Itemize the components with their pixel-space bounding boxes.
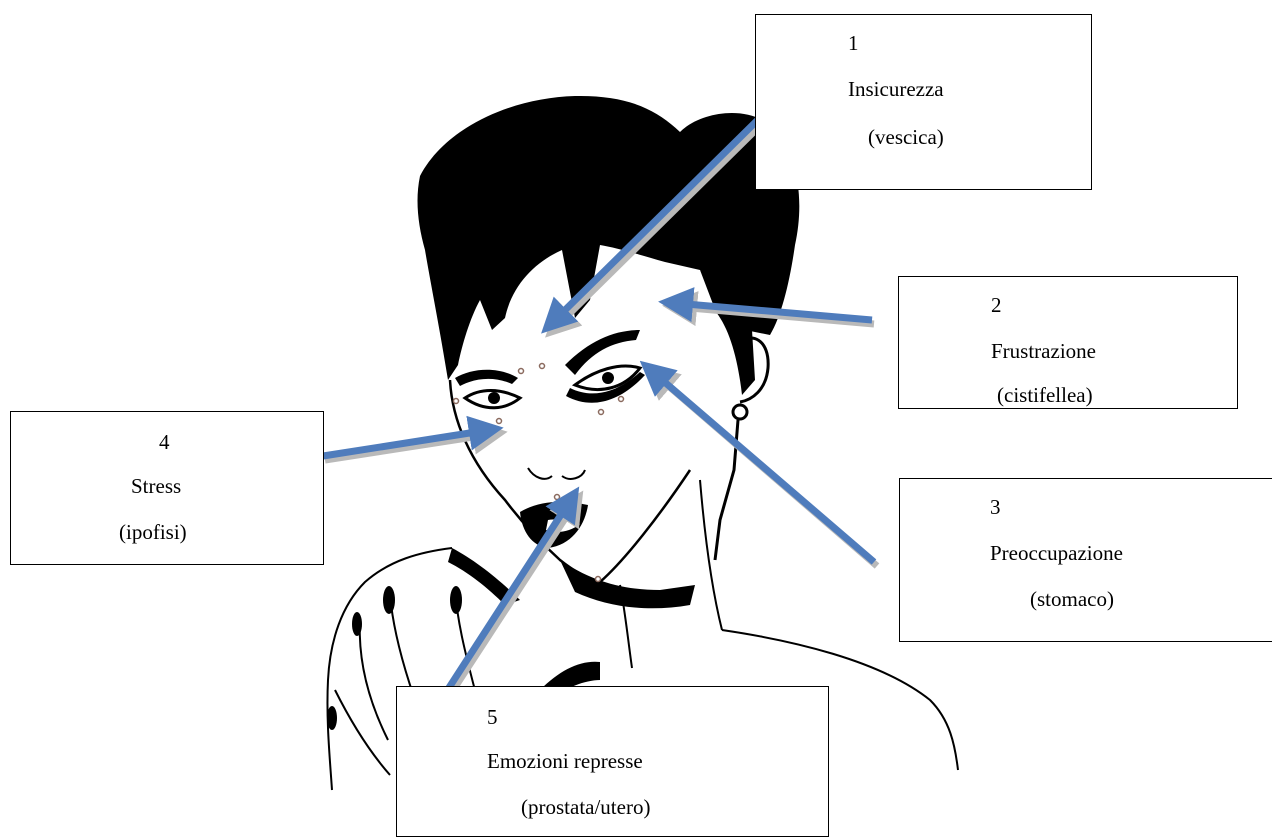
- finger-1: [360, 620, 388, 740]
- label-box-2: 2 Frustrazione (cistifellea): [898, 276, 1238, 409]
- label-emotion: Stress: [131, 476, 181, 497]
- jaw-outline: [600, 470, 690, 582]
- label-box-1: 1 Insicurezza (vescica): [755, 14, 1092, 190]
- nose: [528, 468, 585, 479]
- acupressure-point-marker: [519, 369, 524, 374]
- label-number: 3: [990, 497, 1001, 518]
- label-emotion: Preoccupazione: [990, 543, 1123, 564]
- label-number: 5: [487, 707, 498, 728]
- acupressure-point-marker: [540, 364, 545, 369]
- arrow-4: [323, 432, 476, 456]
- fingernail: [327, 706, 337, 730]
- label-organ: (cistifellea): [997, 385, 1093, 406]
- label-number: 2: [991, 295, 1002, 316]
- label-organ: (vescica): [868, 127, 944, 148]
- fingernail: [450, 586, 462, 614]
- left-pupil: [488, 392, 500, 404]
- label-emotion: Frustrazione: [991, 341, 1096, 362]
- earring: [733, 405, 747, 419]
- label-organ: (stomaco): [1030, 589, 1114, 610]
- fingernail: [352, 612, 362, 636]
- acupressure-point-marker: [619, 397, 624, 402]
- finger-4: [335, 690, 390, 775]
- label-organ: (ipofisi): [119, 522, 187, 543]
- acupressure-point-marker: [555, 495, 560, 500]
- label-number: 1: [848, 33, 859, 54]
- neck-shadow: [560, 560, 695, 608]
- acupressure-point-marker: [497, 419, 502, 424]
- left-eyebrow: [455, 370, 518, 386]
- label-emotion: Insicurezza: [848, 79, 944, 100]
- label-number: 4: [159, 432, 170, 453]
- neck: [620, 480, 722, 668]
- acupressure-point-marker: [454, 399, 459, 404]
- fingernail: [383, 586, 395, 614]
- acupressure-point-marker: [596, 577, 601, 582]
- label-organ: (prostata/utero): [521, 797, 650, 818]
- label-box-3: 3 Preoccupazione (stomaco): [899, 478, 1272, 642]
- label-box-4: 4 Stress (ipofisi): [10, 411, 324, 565]
- face-outline: [450, 380, 600, 582]
- arrow-3: [661, 379, 874, 562]
- acupressure-point-marker: [599, 410, 604, 415]
- label-box-5: 5 Emozioni represse (prostata/utero): [396, 686, 829, 837]
- right-pupil: [602, 372, 614, 384]
- label-emotion: Emozioni represse: [487, 751, 643, 772]
- right-eyebrow: [565, 330, 640, 375]
